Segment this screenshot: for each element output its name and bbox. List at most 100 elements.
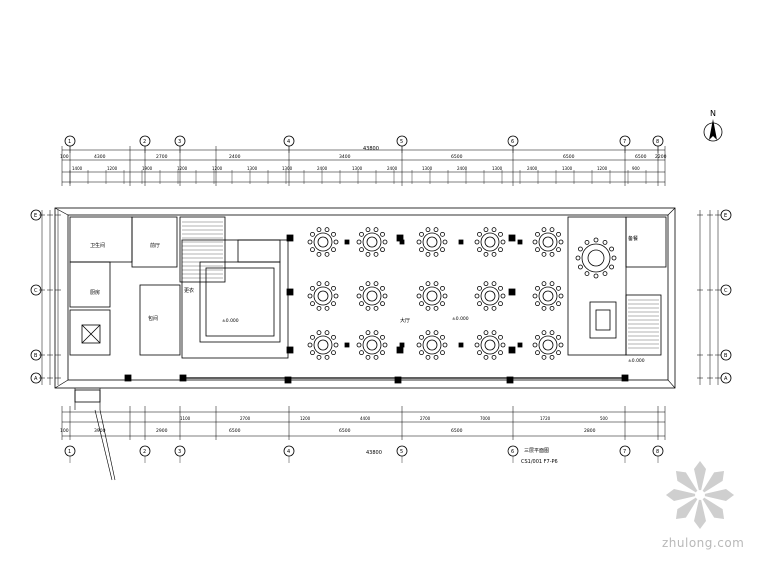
chair (578, 264, 583, 270)
chair (382, 293, 388, 299)
chair (425, 354, 431, 360)
chair (474, 239, 480, 245)
chair (611, 255, 617, 261)
column-pad (399, 342, 405, 348)
grid-column-label: 2 (143, 139, 146, 145)
chair (380, 301, 385, 307)
chair (359, 334, 364, 340)
round-table-top (542, 236, 554, 248)
chair (556, 285, 561, 291)
chair (500, 342, 506, 348)
watermark-petal (694, 495, 706, 529)
chair (483, 354, 489, 360)
chair (442, 342, 448, 348)
structural-column (506, 376, 514, 384)
chair (602, 271, 608, 276)
structural-column (284, 376, 292, 384)
grid-column-label: 4 (287, 139, 290, 145)
chair (440, 350, 445, 356)
watermark-petal (700, 489, 734, 501)
room-service (625, 216, 667, 268)
chair (324, 227, 330, 233)
round-table-large (581, 243, 611, 273)
room-small (131, 216, 178, 268)
column-pad (458, 239, 464, 245)
chair (440, 247, 445, 253)
chair (477, 247, 482, 253)
watermark-center (695, 490, 705, 500)
room-label: 包间 (148, 315, 158, 322)
chair (483, 227, 489, 233)
round-table (480, 232, 500, 252)
round-table (422, 286, 442, 306)
round-table-top (317, 339, 329, 351)
chair (541, 281, 547, 287)
round-table (362, 286, 382, 306)
top-detail-dimension: 900 (632, 166, 640, 171)
chair (556, 247, 561, 253)
chair (442, 239, 448, 245)
round-table (538, 232, 558, 252)
grid-column-label: 8 (656, 139, 659, 145)
chair (433, 251, 439, 257)
chair (433, 227, 439, 233)
chair (491, 354, 497, 360)
leader-line (99, 409, 116, 481)
chair (593, 237, 599, 243)
grid-row-label: E (724, 213, 727, 219)
chair (498, 285, 503, 291)
round-table-top (484, 339, 496, 351)
bottom-segment-dimension: 6500 (229, 428, 241, 434)
room-label: 厨房 (90, 289, 100, 296)
chair (416, 239, 422, 245)
chair (331, 350, 336, 356)
chair (359, 247, 364, 253)
chair (440, 334, 445, 340)
chair (535, 301, 540, 307)
drawing-title: 三层平面图 (524, 448, 549, 454)
chair (535, 350, 540, 356)
chair (416, 342, 422, 348)
chair (324, 354, 330, 360)
wall-corner (54, 379, 69, 389)
bottom-detail-dimension: 500 (600, 416, 608, 421)
chair (549, 354, 555, 360)
top-segment-dimension: 6500 (451, 154, 463, 160)
coffee-table (595, 309, 611, 331)
bottom-total-dimension: 43800 (366, 450, 382, 456)
top-detail-dimension: 1300 (422, 166, 433, 171)
column-pad (344, 342, 350, 348)
chair (609, 264, 614, 270)
counter-inner (205, 267, 275, 337)
grid-column-label: 7 (623, 139, 626, 145)
chair (549, 305, 555, 311)
chair (433, 330, 439, 336)
watermark-petal (675, 495, 700, 520)
chair (498, 350, 503, 356)
chair (324, 251, 330, 257)
top-detail-dimension: 1900 (142, 166, 153, 171)
round-table-top (426, 290, 438, 302)
top-segment-dimension: 2700 (156, 154, 168, 160)
chair (380, 247, 385, 253)
chair (382, 239, 388, 245)
chair (549, 330, 555, 336)
bottom-segment-dimension: 6500 (451, 428, 463, 434)
room-kitchen-side (237, 239, 281, 263)
chair (541, 330, 547, 336)
chair (316, 354, 322, 360)
chair (535, 231, 540, 237)
chair (558, 293, 564, 299)
chair (483, 251, 489, 257)
round-table (362, 335, 382, 355)
elevation-label: ±0.000 (628, 358, 645, 364)
round-table (538, 335, 558, 355)
column-pad (517, 239, 523, 245)
top-detail-dimension: 1200 (212, 166, 223, 171)
room-stair (179, 216, 226, 283)
top-segment-dimension: 2400 (229, 154, 241, 160)
chair (307, 342, 313, 348)
chair (416, 293, 422, 299)
chair (498, 247, 503, 253)
chair (380, 350, 385, 356)
